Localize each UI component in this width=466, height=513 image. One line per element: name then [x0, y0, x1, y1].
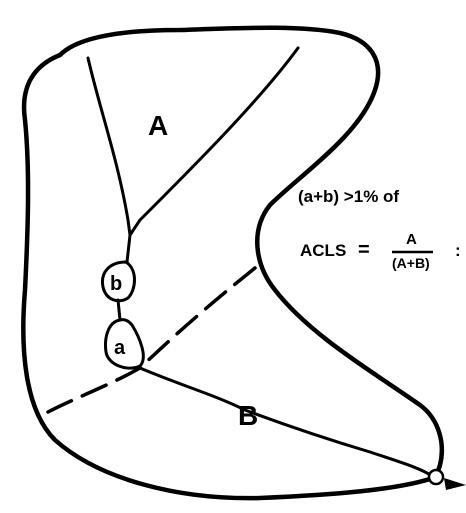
formula-denominator: (A+B)	[392, 256, 430, 270]
vessel-trunk	[127, 235, 130, 262]
label-region-A: A	[148, 110, 168, 141]
dashed-boundary-lower	[48, 368, 140, 412]
vessel-right-branch	[130, 48, 298, 235]
dashed-boundary-upper	[140, 268, 255, 368]
formula-equals: =	[358, 240, 370, 260]
label-region-B: B	[238, 400, 258, 431]
formula-lhs: ACLS	[300, 242, 346, 259]
label-region-b: b	[110, 273, 122, 295]
formula-numerator: A	[406, 232, 417, 247]
exit-node	[429, 470, 443, 484]
formula-trailing: :	[455, 242, 461, 259]
exit-arrow	[444, 478, 466, 490]
criterion-text: (a+b) >1% of	[298, 188, 399, 205]
label-region-a: a	[114, 337, 126, 359]
vessel-link-b-a	[118, 300, 120, 320]
outer-outline	[23, 28, 441, 498]
vessel-left-branch	[88, 58, 130, 235]
